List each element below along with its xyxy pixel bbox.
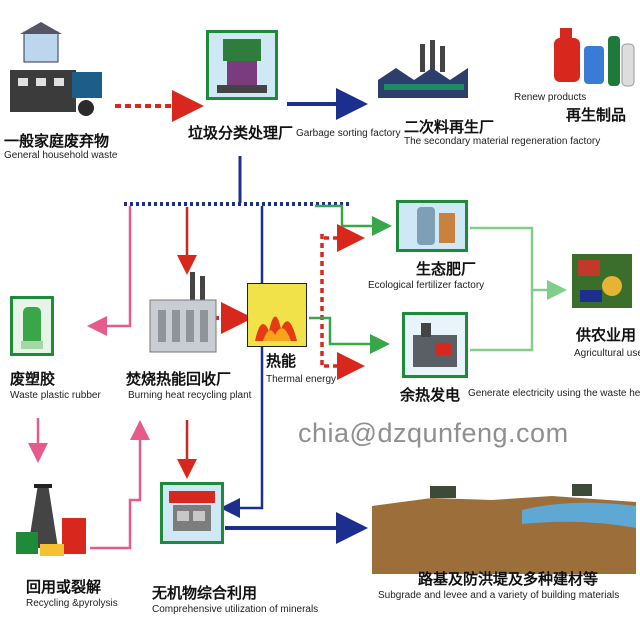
arrow-thermal-to-electricity-green bbox=[309, 316, 390, 354]
household-waste-icon bbox=[6, 22, 106, 122]
secondary-zh: 二次料再生厂 bbox=[404, 118, 495, 136]
household-zh: 一般家庭废弃物 bbox=[4, 132, 110, 150]
plastic-rubber-icon bbox=[10, 296, 54, 356]
sorting-en: Garbage sorting factory bbox=[296, 128, 401, 139]
secondary-en: The secondary material regeneration fact… bbox=[404, 136, 601, 147]
agri-en: Agricultural use bbox=[574, 348, 640, 359]
thermal-energy-icon bbox=[246, 282, 308, 348]
fertilizer-zh: 生态肥厂 bbox=[416, 260, 477, 278]
renew-en: Renew products bbox=[514, 92, 587, 103]
electricity-zh: 余热发电 bbox=[400, 386, 461, 404]
line-fertilizer-to-agri bbox=[470, 226, 534, 290]
arrow-to-fertilizer bbox=[315, 204, 392, 236]
subgrade-en: Subgrade and levee and a variety of buil… bbox=[378, 590, 620, 601]
minerals-en: Comprehensive utilization of minerals bbox=[152, 604, 319, 615]
agricultural-icon bbox=[570, 250, 634, 312]
burning-zh: 焚烧热能回收厂 bbox=[126, 370, 232, 388]
fertilizer-en: Ecological fertilizer factory bbox=[368, 280, 485, 291]
line-electricity-to-agri bbox=[470, 290, 534, 352]
renew-products-icon bbox=[548, 22, 638, 92]
thermal-zh: 热能 bbox=[266, 352, 297, 370]
plastic-zh: 废塑胶 bbox=[10, 370, 56, 388]
recycling-en: Recycling &pyrolysis bbox=[26, 598, 118, 609]
burning-plant-icon bbox=[146, 272, 222, 356]
agri-zh: 供农业用 bbox=[576, 326, 637, 344]
secondary-factory-icon bbox=[376, 40, 472, 102]
recycling-pyrolysis-icon bbox=[14, 478, 90, 562]
arrow-recycling-to-minerals bbox=[90, 420, 150, 550]
minerals-zh: 无机物综合利用 bbox=[152, 584, 258, 602]
fertilizer-factory-icon bbox=[396, 200, 468, 252]
subgrade-levee-icon bbox=[372, 478, 636, 574]
line-to-minerals bbox=[220, 206, 264, 518]
renew-zh: 再生制品 bbox=[566, 106, 627, 124]
thermal-en: Thermal energy bbox=[266, 374, 337, 385]
sorting-factory-icon bbox=[206, 30, 278, 100]
watermark-email: chia@dzqunfeng.com bbox=[298, 418, 569, 448]
subgrade-zh: 路基及防洪堤及多种建材等 bbox=[418, 570, 599, 588]
minerals-utilization-icon bbox=[160, 482, 224, 544]
electricity-en: Generate electricity using the waste hea… bbox=[468, 388, 640, 399]
burning-en: Burning heat recycling plant bbox=[128, 390, 252, 401]
arrow-to-plastic bbox=[87, 206, 132, 336]
recycling-zh: 回用或裂解 bbox=[26, 578, 102, 596]
sorting-zh: 垃圾分类处理厂 bbox=[188, 124, 294, 142]
household-en: General household waste bbox=[4, 150, 118, 161]
plastic-en: Waste plastic rubber bbox=[10, 390, 101, 401]
waste-heat-power-icon bbox=[402, 312, 468, 378]
